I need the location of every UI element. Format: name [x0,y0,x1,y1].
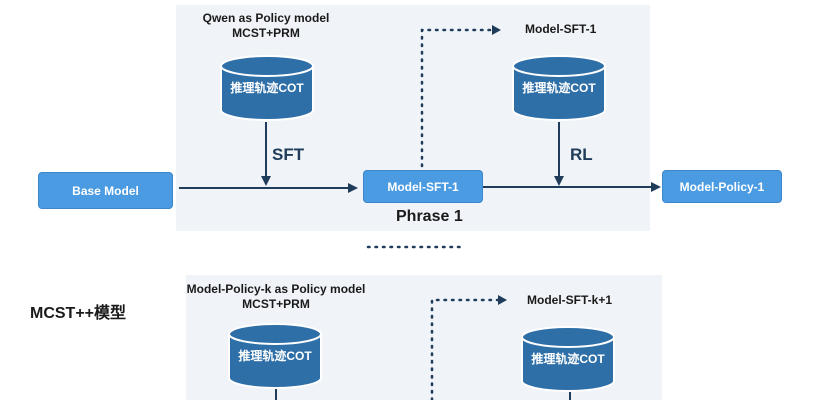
database-icon [220,55,314,121]
phase1-cot-cylinder-right: 推理轨迹COT [511,54,607,121]
phasek-right-title: Model-SFT-k+1 [527,293,613,307]
database-icon [228,323,322,389]
dotted-phasek-up [430,298,502,400]
phase1-policy-title: Qwen as Policy model MCST+PRM [176,11,356,41]
dotted-sft-up [420,28,496,168]
cylinder-label: 推理轨迹COT [522,81,596,95]
phasek-cot-cylinder-left: 推理轨迹COT [227,322,323,389]
base-model-box: Base Model [38,172,173,209]
mcst-model-label: MCST++模型 [30,305,127,322]
phasek-cot-cylinder-right: 推理轨迹COT [520,325,616,392]
cylinder-label: 推理轨迹COT [238,349,312,363]
model-policy-1-box: Model-Policy-1 [662,170,782,203]
phasek-policy-title-line2: MCST+PRM [242,297,310,311]
phase-label: Phrase 1 [396,208,463,225]
phasek-policy-title: Model-Policy-k as Policy model MCST+PRM [186,282,366,312]
phase1-policy-title-line2: MCST+PRM [232,26,300,40]
cylinder-label: 推理轨迹COT [230,81,304,95]
database-icon [512,55,606,121]
cylinder-label: 推理轨迹COT [531,352,605,366]
phasek-policy-title-line1: Model-Policy-k as Policy model [186,282,366,296]
rl-label: RL [570,145,593,164]
phase1-cot-cylinder-left: 推理轨迹COT [219,54,315,121]
sft-label: SFT [272,145,305,164]
phase1-policy-title-line1: Qwen as Policy model [202,11,330,25]
phase1-right-title: Model-SFT-1 [525,22,597,36]
model-sft-1-box: Model-SFT-1 [363,170,483,203]
database-icon [521,326,615,392]
